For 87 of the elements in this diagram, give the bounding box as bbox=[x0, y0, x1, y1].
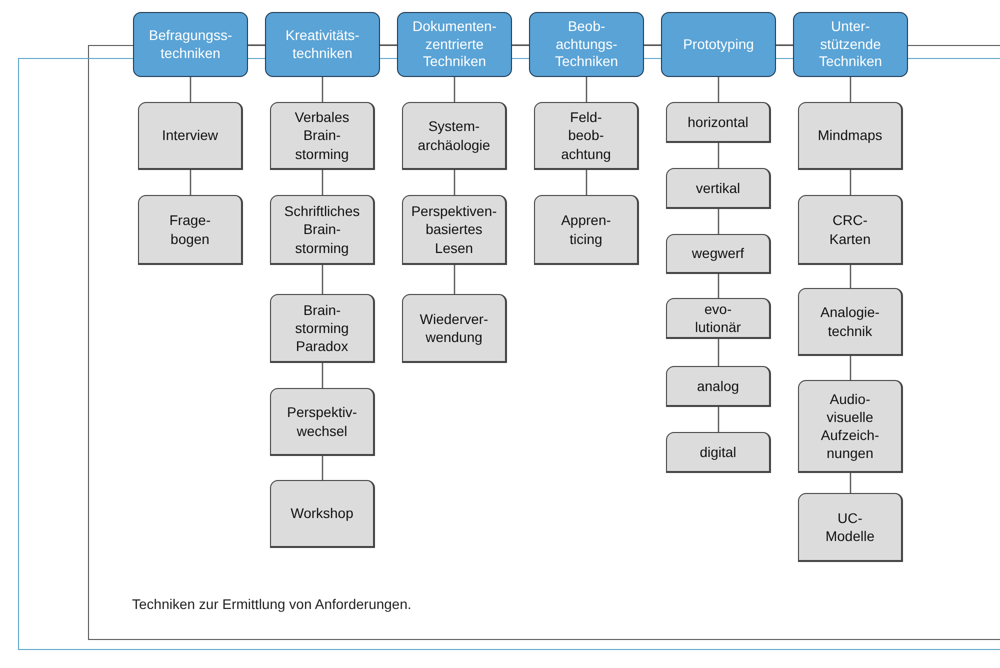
technique-box bbox=[798, 493, 903, 562]
technique-box bbox=[270, 195, 375, 265]
category-label: Kreativitäts- techniken bbox=[284, 27, 360, 62]
technique-label: Audio- visuelle Aufzeich- nungen bbox=[820, 390, 880, 462]
connector-line bbox=[322, 363, 324, 388]
technique-label: Workshop bbox=[290, 504, 354, 523]
technique-label: analog bbox=[696, 376, 740, 396]
technique-box bbox=[798, 102, 903, 170]
technique-box bbox=[666, 168, 771, 209]
caption: Techniken zur Ermittlung von Anforderungen. bbox=[132, 595, 412, 614]
connector-line bbox=[718, 339, 720, 366]
connector-line bbox=[586, 77, 588, 102]
connector-line bbox=[190, 77, 192, 102]
technique-label: Appren- ticing bbox=[560, 211, 612, 248]
technique-box bbox=[798, 195, 903, 265]
technique-box bbox=[666, 366, 771, 407]
technique-box bbox=[270, 294, 375, 363]
technique-label: Wiederver- wendung bbox=[418, 310, 490, 346]
technique-box bbox=[402, 294, 507, 363]
technique-box bbox=[666, 102, 771, 143]
technique-box bbox=[402, 195, 507, 265]
category-box bbox=[661, 12, 776, 77]
technique-label: Brain- storming Paradox bbox=[294, 300, 350, 356]
technique-label: Interview bbox=[162, 126, 218, 145]
connector-line bbox=[322, 265, 324, 294]
technique-box bbox=[270, 388, 375, 456]
connector-line bbox=[718, 407, 720, 432]
technique-box bbox=[666, 432, 771, 473]
technique-label: digital bbox=[700, 442, 736, 462]
connector-line bbox=[454, 265, 456, 294]
technique-label: Frage- bogen bbox=[168, 211, 212, 248]
technique-label: Mindmaps bbox=[818, 126, 882, 145]
technique-label: vertikal bbox=[696, 178, 740, 198]
connector-line bbox=[512, 44, 529, 46]
technique-box bbox=[798, 380, 903, 473]
technique-box bbox=[402, 102, 507, 170]
technique-box bbox=[270, 480, 375, 548]
technique-box bbox=[138, 102, 243, 170]
technique-label: CRC- Karten bbox=[828, 211, 872, 248]
technique-label: horizontal bbox=[688, 112, 748, 132]
technique-box bbox=[798, 288, 903, 356]
connector-line bbox=[248, 44, 265, 46]
category-box bbox=[529, 12, 644, 77]
category-label: Befragungss- techniken bbox=[148, 27, 234, 62]
connector-line bbox=[718, 143, 720, 168]
connector-line bbox=[190, 170, 192, 195]
connector-line bbox=[850, 265, 852, 288]
technique-label: Verbales Brain- storming bbox=[294, 108, 350, 163]
connector-line bbox=[850, 356, 852, 380]
technique-label: Perspektiven- basiertes Lesen bbox=[410, 202, 498, 257]
technique-label: Perspektiv- wechsel bbox=[286, 403, 358, 440]
technique-box bbox=[666, 298, 771, 339]
connector-line bbox=[850, 170, 852, 195]
connector-line bbox=[322, 77, 324, 102]
connector-line bbox=[776, 44, 793, 46]
technique-box bbox=[270, 102, 375, 170]
technique-label: Feld- beob- achtung bbox=[560, 108, 612, 163]
technique-box bbox=[666, 234, 771, 274]
technique-box bbox=[534, 102, 639, 170]
category-label: Beob- achtungs- Techniken bbox=[554, 18, 620, 71]
technique-label: wegwerf bbox=[692, 244, 744, 263]
connector-line bbox=[850, 77, 852, 102]
connector-line bbox=[718, 209, 720, 234]
connector-line bbox=[586, 170, 588, 195]
connector-line bbox=[322, 456, 324, 480]
category-box bbox=[133, 12, 248, 77]
connector-line bbox=[850, 473, 852, 493]
technique-label: System- archäologie bbox=[416, 117, 492, 154]
technique-label: UC- Modelle bbox=[824, 508, 876, 546]
category-label: Dokumenten- zentrierte Techniken bbox=[411, 18, 498, 71]
category-box bbox=[265, 12, 380, 77]
category-label: Prototyping bbox=[683, 36, 754, 54]
connector-line bbox=[718, 274, 720, 298]
technique-label: Schriftliches Brain- storming bbox=[283, 202, 361, 257]
connector-line bbox=[718, 77, 720, 102]
category-box bbox=[793, 12, 908, 77]
connector-line bbox=[454, 77, 456, 102]
technique-label: evo- lutionär bbox=[694, 300, 742, 336]
category-box bbox=[397, 12, 512, 77]
connector-line bbox=[322, 170, 324, 195]
connector-line bbox=[644, 44, 661, 46]
technique-box bbox=[534, 195, 639, 265]
technique-box bbox=[138, 195, 243, 265]
technique-label: Analogie- technik bbox=[819, 303, 881, 340]
category-label: Unter- stützende Techniken bbox=[818, 18, 884, 71]
connector-line bbox=[380, 44, 397, 46]
connector-line bbox=[454, 170, 456, 195]
